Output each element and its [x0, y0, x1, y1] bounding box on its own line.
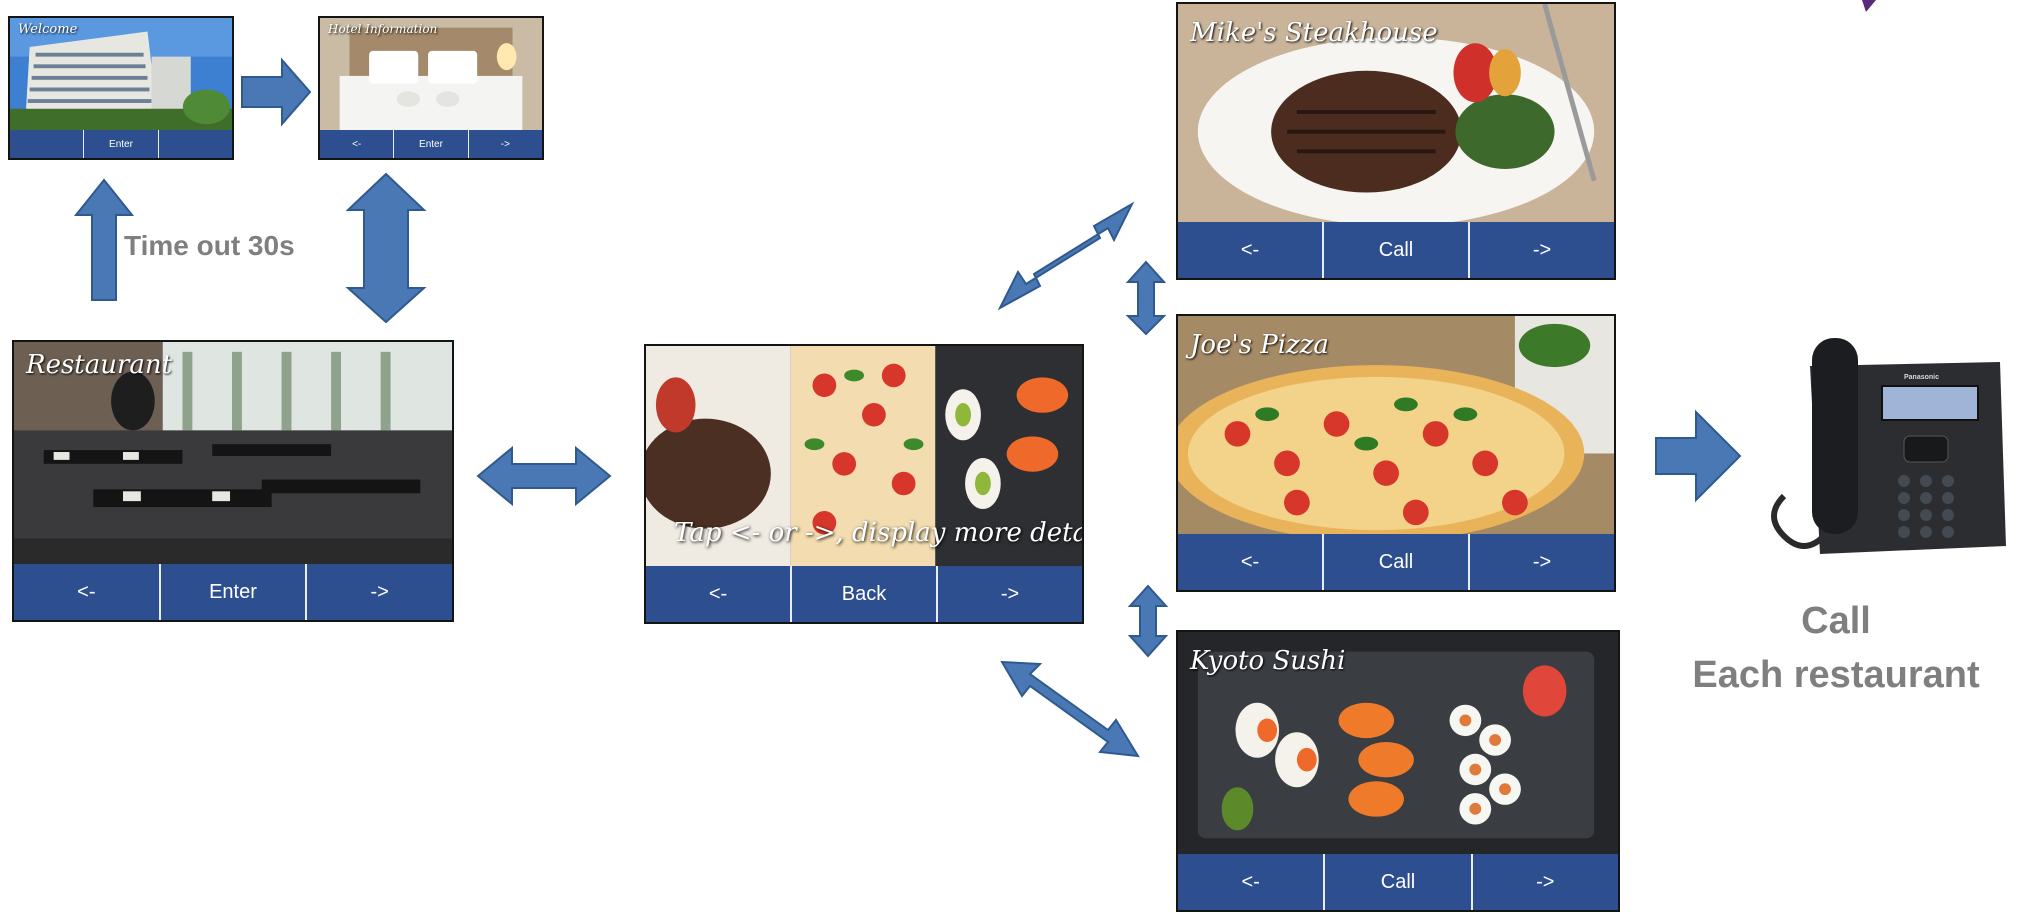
softkey-left[interactable]: <- [1178, 854, 1326, 910]
restaurant-interior-photo: Restaurant [14, 342, 452, 564]
softkey-left[interactable]: <- [14, 564, 161, 620]
softkey-call[interactable]: Call [1325, 854, 1473, 910]
phone-brand-logo: Panasonic [1904, 374, 1940, 381]
screen-welcome: Welcome Enter [8, 16, 234, 160]
screen-title: Kyoto Sushi [1190, 646, 1346, 676]
call-label-line2: Each restaurant [1692, 654, 1980, 696]
softkey-left[interactable]: <- [1178, 222, 1324, 278]
softkey-left[interactable]: <- [1178, 534, 1324, 590]
softkey-enter[interactable]: Enter [161, 564, 308, 620]
softkey-bar: <- Back -> [646, 566, 1082, 622]
arrow-menu-sushi [1000, 660, 1140, 758]
screen-title: Joe's Pizza [1190, 330, 1329, 360]
screen-pizza: Joe's Pizza <- Call -> [1176, 314, 1616, 592]
screen-title: Welcome [18, 22, 78, 37]
screen-restaurant: Restaurant <- Enter -> [12, 340, 454, 622]
pizza-photo: Joe's Pizza [1178, 316, 1614, 534]
softkey-bar: <- Call -> [1178, 534, 1614, 590]
softkey-right[interactable]: -> [1532, 550, 1552, 573]
softkey-call[interactable]: Call [1324, 534, 1470, 590]
softkey-right[interactable] [159, 130, 232, 158]
desk-phone: Panasonic [1754, 336, 2026, 572]
screen-hotel-information: Hotel Information <- Enter -> [318, 16, 544, 160]
call-label: Call Each restaurant [1676, 594, 1996, 702]
arrow-to-phone [1655, 409, 1742, 503]
softkey-right[interactable]: -> [1000, 582, 1020, 605]
arrow-timeout-to-welcome [73, 178, 135, 301]
screen-sushi: Kyoto Sushi <- Call -> [1176, 630, 1620, 912]
softkey-enter[interactable]: Enter [394, 130, 469, 158]
softkey-back[interactable]: Back [792, 566, 938, 622]
softkey-bar: <- Enter -> [320, 130, 542, 158]
screen-steakhouse: Mike's Steakhouse <- Call -> [1176, 2, 1616, 280]
hotel-room-photo: Hotel Information [320, 18, 542, 130]
softkey-bar: Enter [10, 130, 232, 158]
softkey-left[interactable]: <- [320, 130, 395, 158]
softkey-right[interactable]: -> [370, 580, 389, 603]
softkey-right[interactable]: -> [1532, 238, 1552, 261]
softkey-enter[interactable]: Enter [84, 130, 159, 158]
arrow-pizza-sushi [1127, 584, 1169, 658]
sushi-photo: Kyoto Sushi [1178, 632, 1618, 854]
arrow-hotel-restaurant [345, 172, 427, 324]
menu-instruction-text: Tap <- or ->, display more detail [674, 518, 1082, 548]
softkey-left[interactable] [10, 130, 85, 158]
arrow-steakhouse-pizza [1125, 260, 1167, 336]
arrow-welcome-to-hotel [241, 57, 312, 127]
softkey-bar: <- Enter -> [14, 564, 452, 620]
softkey-right[interactable]: -> [1536, 870, 1555, 893]
softkey-left[interactable]: <- [646, 566, 792, 622]
steak-photo: Mike's Steakhouse [1178, 4, 1614, 222]
screen-title: Restaurant [26, 350, 173, 380]
screen-title: Mike's Steakhouse [1190, 18, 1438, 48]
arrow-menu-steakhouse [997, 201, 1135, 311]
softkey-call[interactable]: Call [1324, 222, 1470, 278]
call-label-line1: Call [1801, 600, 1871, 642]
screen-menu-overview: Tap <- or ->, display more detail <- Bac… [644, 344, 1084, 624]
softkey-bar: <- Call -> [1178, 222, 1614, 278]
hotel-exterior-photo: Welcome [10, 18, 232, 130]
corner-mark [1862, 0, 1876, 12]
softkey-right[interactable]: -> [500, 138, 510, 150]
food-collage-photo: Tap <- or ->, display more detail [646, 346, 1082, 566]
arrow-restaurant-menu [476, 445, 612, 507]
softkey-bar: <- Call -> [1178, 854, 1618, 910]
screen-title: Hotel Information [328, 22, 438, 36]
timeout-label: Time out 30s [124, 230, 295, 261]
